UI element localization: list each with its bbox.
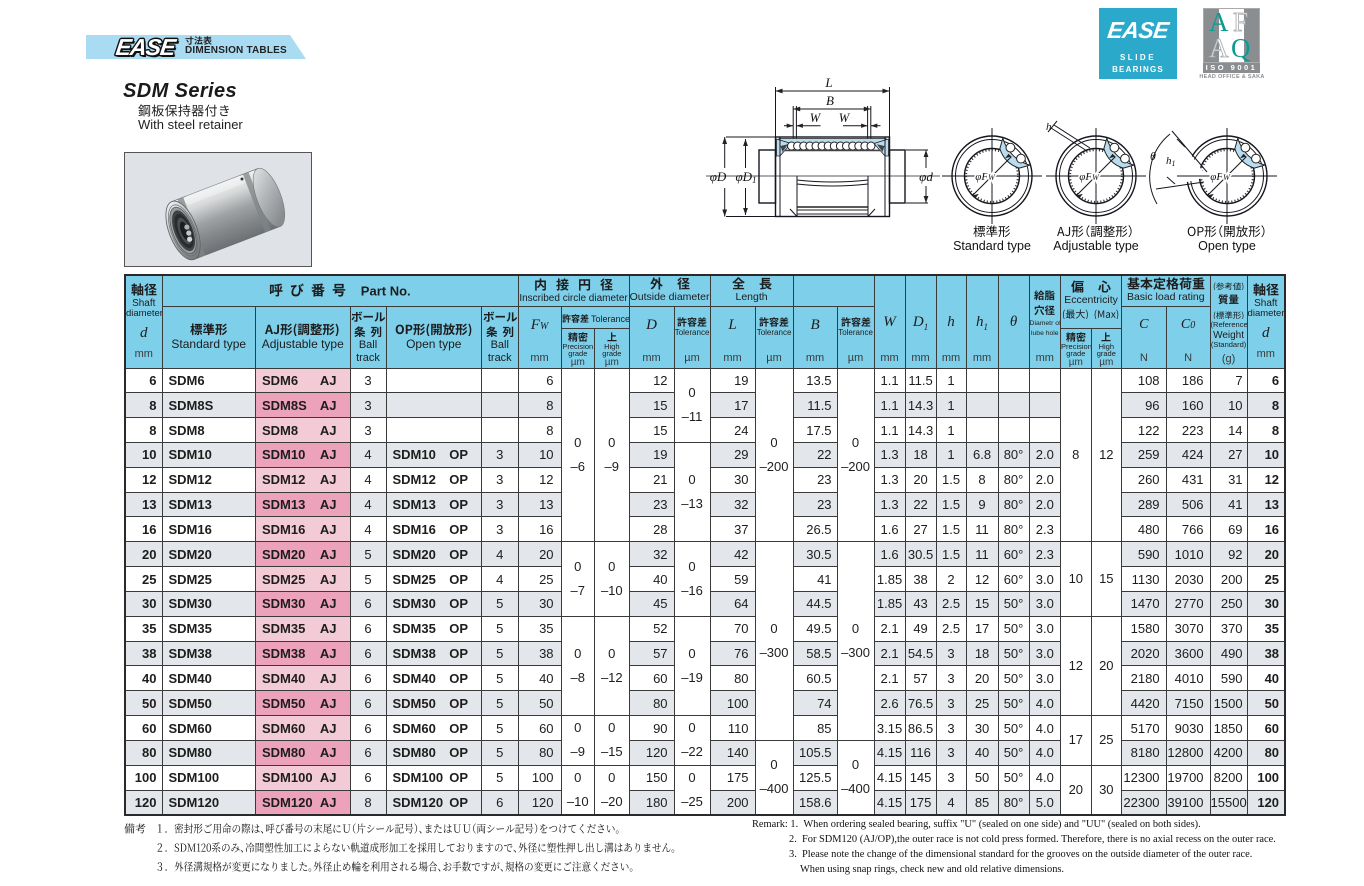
svg-text:B: B — [826, 93, 834, 108]
svg-text:L: L — [824, 75, 832, 90]
svg-text:W: W — [839, 111, 851, 125]
svg-text:φFW: φFW — [1210, 171, 1231, 183]
svg-text:φd: φd — [919, 169, 933, 184]
svg-text:φFW: φFW — [975, 171, 996, 183]
svg-text:φFW: φFW — [1079, 171, 1100, 183]
svg-text:h: h — [1046, 121, 1052, 133]
svg-text:h1: h1 — [1166, 155, 1176, 168]
svg-text:φD: φD — [710, 169, 727, 184]
svg-text:θ: θ — [1150, 149, 1156, 163]
svg-text:W: W — [810, 111, 822, 125]
svg-text:φD1: φD1 — [735, 169, 756, 185]
